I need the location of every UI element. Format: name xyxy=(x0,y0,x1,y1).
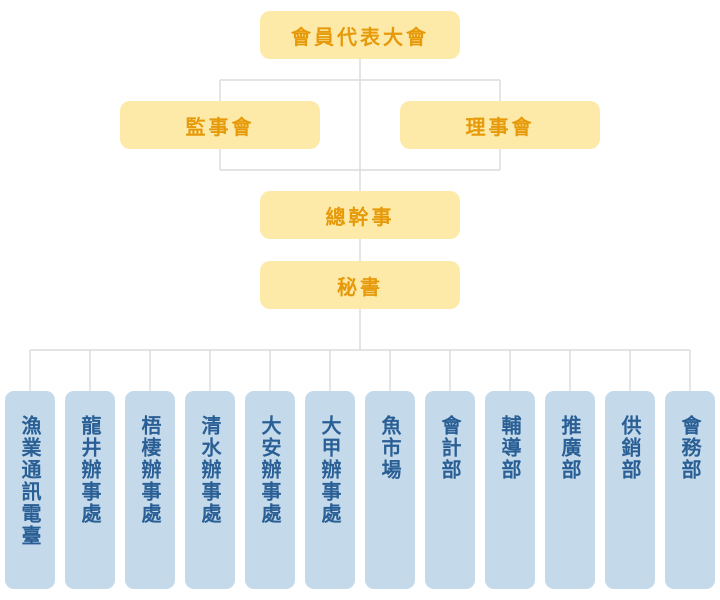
dept-supply-marketing: 供銷部 xyxy=(605,391,655,589)
secretary-label: 秘書 xyxy=(337,274,383,299)
dept-label: 梧棲辦事處 xyxy=(138,415,162,525)
dept-accounting: 會計部 xyxy=(425,391,475,589)
general-secretary-node: 總幹事 xyxy=(260,191,460,239)
dept-label: 大甲辦事處 xyxy=(318,415,342,525)
dept-member-affairs: 會務部 xyxy=(665,391,715,589)
dept-qingshui-office: 清水辦事處 xyxy=(185,391,235,589)
general-assembly-label: 會員代表大會 xyxy=(291,24,429,49)
dept-label: 會計部 xyxy=(438,415,462,481)
dept-daan-office: 大安辦事處 xyxy=(245,391,295,589)
dept-fishery-radio: 漁業通訊電臺 xyxy=(5,391,55,589)
dept-label: 清水辦事處 xyxy=(198,415,222,525)
dept-fish-market: 魚市場 xyxy=(365,391,415,589)
directors-node: 理事會 xyxy=(400,101,600,149)
dept-label: 漁業通訊電臺 xyxy=(18,415,42,547)
dept-label: 大安辦事處 xyxy=(258,415,282,525)
directors-label: 理事會 xyxy=(465,114,535,139)
dept-label: 魚市場 xyxy=(378,415,402,481)
dept-label: 會務部 xyxy=(678,415,702,481)
dept-dajia-office: 大甲辦事處 xyxy=(305,391,355,589)
dept-wuqi-office: 梧棲辦事處 xyxy=(125,391,175,589)
general-assembly-node: 會員代表大會 xyxy=(260,11,460,59)
dept-label: 輔導部 xyxy=(498,415,522,481)
general-secretary-label: 總幹事 xyxy=(325,204,395,229)
department-drop-lines xyxy=(29,350,691,391)
dept-promotion: 推廣部 xyxy=(545,391,595,589)
dept-label: 龍井辦事處 xyxy=(78,415,102,525)
dept-guidance: 輔導部 xyxy=(485,391,535,589)
secretary-node: 秘書 xyxy=(260,261,460,309)
dept-label: 推廣部 xyxy=(558,415,582,481)
dept-longjing-office: 龍井辦事處 xyxy=(65,391,115,589)
supervisors-label: 監事會 xyxy=(185,114,255,139)
dept-label: 供銷部 xyxy=(618,415,642,481)
supervisors-node: 監事會 xyxy=(120,101,320,149)
